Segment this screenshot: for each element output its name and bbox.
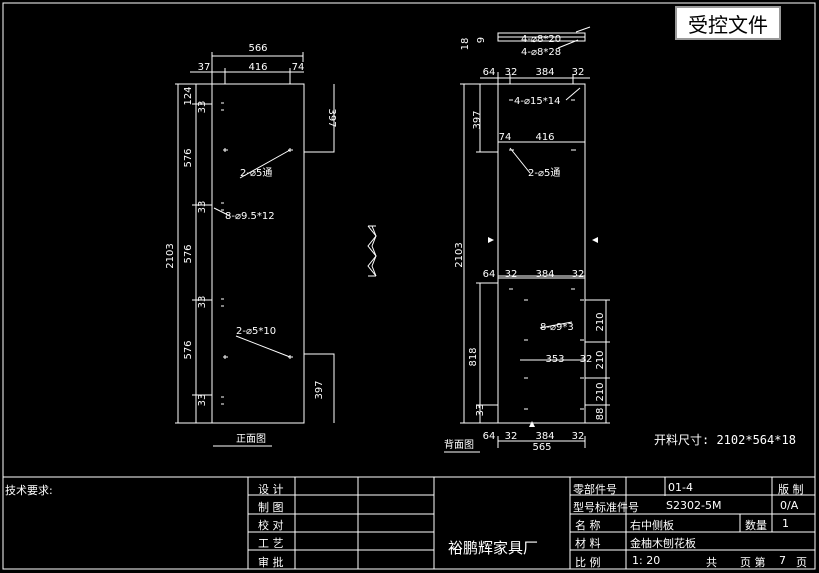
back-dim-18: 18 <box>460 38 471 51</box>
part-no-value: 01-4 <box>668 481 693 494</box>
back-dim-210-a: 210 <box>595 312 606 331</box>
front-dim-566: 566 <box>248 43 267 54</box>
front-dim-124: 124 <box>183 86 194 105</box>
back-dim-bot-64: 64 <box>483 431 496 442</box>
back-panel-outline <box>497 83 586 424</box>
role-process: 工 艺 <box>258 537 284 550</box>
back-dim-bot-32-a: 32 <box>505 431 518 442</box>
front-dim-576-b: 576 <box>183 244 194 263</box>
back-dim-32-inner: 32 <box>580 354 593 365</box>
grain-direction-symbol <box>367 225 377 277</box>
front-dim-37: 37 <box>198 62 211 73</box>
back-dim-top-32-a: 32 <box>505 67 518 78</box>
back-dim-top-384: 384 <box>535 67 554 78</box>
scale-value: 1: 20 <box>632 554 661 567</box>
front-leader-1 <box>239 149 291 179</box>
front-dim-74: 74 <box>292 62 305 73</box>
arrow-bottom-marker <box>529 421 535 427</box>
front-dim-33-b: 33 <box>197 201 208 214</box>
controlled-document-stamp: 受控文件 <box>675 6 781 40</box>
front-dim-texts: 566 37 416 74 124 576 576 576 2103 33 33… <box>165 43 337 445</box>
role-drafting: 制 图 <box>258 501 284 514</box>
tech-requirements-label: 技术要求: <box>5 484 53 497</box>
back-dim-74: 74 <box>499 132 512 143</box>
cut-size-note: 开料尺寸: 2102*564*18 <box>654 433 796 447</box>
back-dim-mid-64: 64 <box>483 269 496 280</box>
back-dim-bot-32-b: 32 <box>572 431 585 442</box>
back-dim-mid-384: 384 <box>535 269 554 280</box>
front-dim-576-a: 576 <box>183 148 194 167</box>
name-value: 右中侧板 <box>630 519 674 532</box>
front-panel-bottom-notch <box>211 84 335 424</box>
front-dim-576-c: 576 <box>183 340 194 359</box>
front-dim-397-top: 397 <box>326 108 337 127</box>
company-name: 裕鹏辉家具厂 <box>448 539 539 557</box>
title-block-grid <box>3 476 815 569</box>
version-value: 0/A <box>780 499 799 512</box>
back-dim-bot-384: 384 <box>535 431 554 442</box>
back-dim-33: 33 <box>475 404 486 417</box>
page-label: 页 第 <box>740 556 766 569</box>
arrow-right-marker <box>592 237 598 243</box>
front-dim-33-c: 33 <box>197 296 208 309</box>
front-note-holes-1: 2-⌀5通 <box>240 167 272 179</box>
role-checking: 校 对 <box>258 519 284 532</box>
back-dim-416: 416 <box>535 132 554 143</box>
back-dim-565: 565 <box>532 442 551 453</box>
page-number: 7 <box>779 554 786 567</box>
front-dim-416: 416 <box>248 62 267 73</box>
back-dim-210-b: 210 <box>595 350 606 369</box>
back-dim-210-c: 210 <box>595 382 606 401</box>
back-dim-397: 397 <box>472 110 483 129</box>
back-note-4-15x14: 4-⌀15*14 <box>514 96 560 107</box>
front-dim-397-bottom: 397 <box>314 380 325 399</box>
scale-label: 比 例 <box>575 556 601 569</box>
role-design: 设 计 <box>258 483 284 496</box>
material-label: 材 料 <box>575 537 601 550</box>
back-note-2-5: 2-⌀5通 <box>528 167 560 179</box>
part-no-label: 零部件号 <box>573 483 617 496</box>
back-dim-9: 9 <box>476 37 487 43</box>
back-view-arrows <box>488 237 598 427</box>
front-dim-33-d: 33 <box>197 394 208 407</box>
front-view-title: 正面图 <box>236 433 266 445</box>
total-pages-label: 共 <box>706 556 717 569</box>
back-dim-top-64: 64 <box>483 67 496 78</box>
qty-label: 数量 <box>745 519 767 532</box>
name-label: 名 称 <box>575 519 601 532</box>
page-suffix: 页 <box>796 556 807 569</box>
back-dim-top-32-b: 32 <box>572 67 585 78</box>
role-approval: 审 批 <box>258 556 284 569</box>
front-dim-33-a: 33 <box>197 101 208 114</box>
back-dim-2103: 2103 <box>454 242 465 267</box>
front-note-holes-2: 8-⌀9.5*12 <box>225 211 275 222</box>
version-label: 版 制 <box>778 483 804 496</box>
model-label: 型号标准件号 <box>573 501 639 514</box>
back-view <box>444 26 610 453</box>
back-note-4-8x20: 4-⌀8*20 <box>521 34 561 45</box>
front-note-holes-3: 2-⌀5*10 <box>236 326 276 337</box>
back-dim-mid-32-b: 32 <box>572 269 585 280</box>
back-dim-88: 88 <box>595 408 606 421</box>
qty-value: 1 <box>782 517 789 530</box>
front-view <box>175 52 335 447</box>
material-value: 金柚木刨花板 <box>630 537 696 550</box>
arrow-left-marker <box>488 237 494 243</box>
back-dim-353: 353 <box>545 354 564 365</box>
back-dim-texts: 18 9 4-⌀8*20 4-⌀8*28 64 32 384 32 4-⌀15*… <box>444 34 606 453</box>
back-note-4-8x28: 4-⌀8*28 <box>521 47 561 58</box>
back-view-title: 背面图 <box>444 438 474 451</box>
back-dim-mid-32-a: 32 <box>505 269 518 280</box>
back-dim-818: 818 <box>468 347 479 366</box>
front-panel-top-notch <box>212 83 335 153</box>
model-value: S2302-5M <box>666 499 722 512</box>
front-dim-2103: 2103 <box>165 243 176 268</box>
back-note-8-9x3: 8-⌀9*3 <box>540 322 574 333</box>
